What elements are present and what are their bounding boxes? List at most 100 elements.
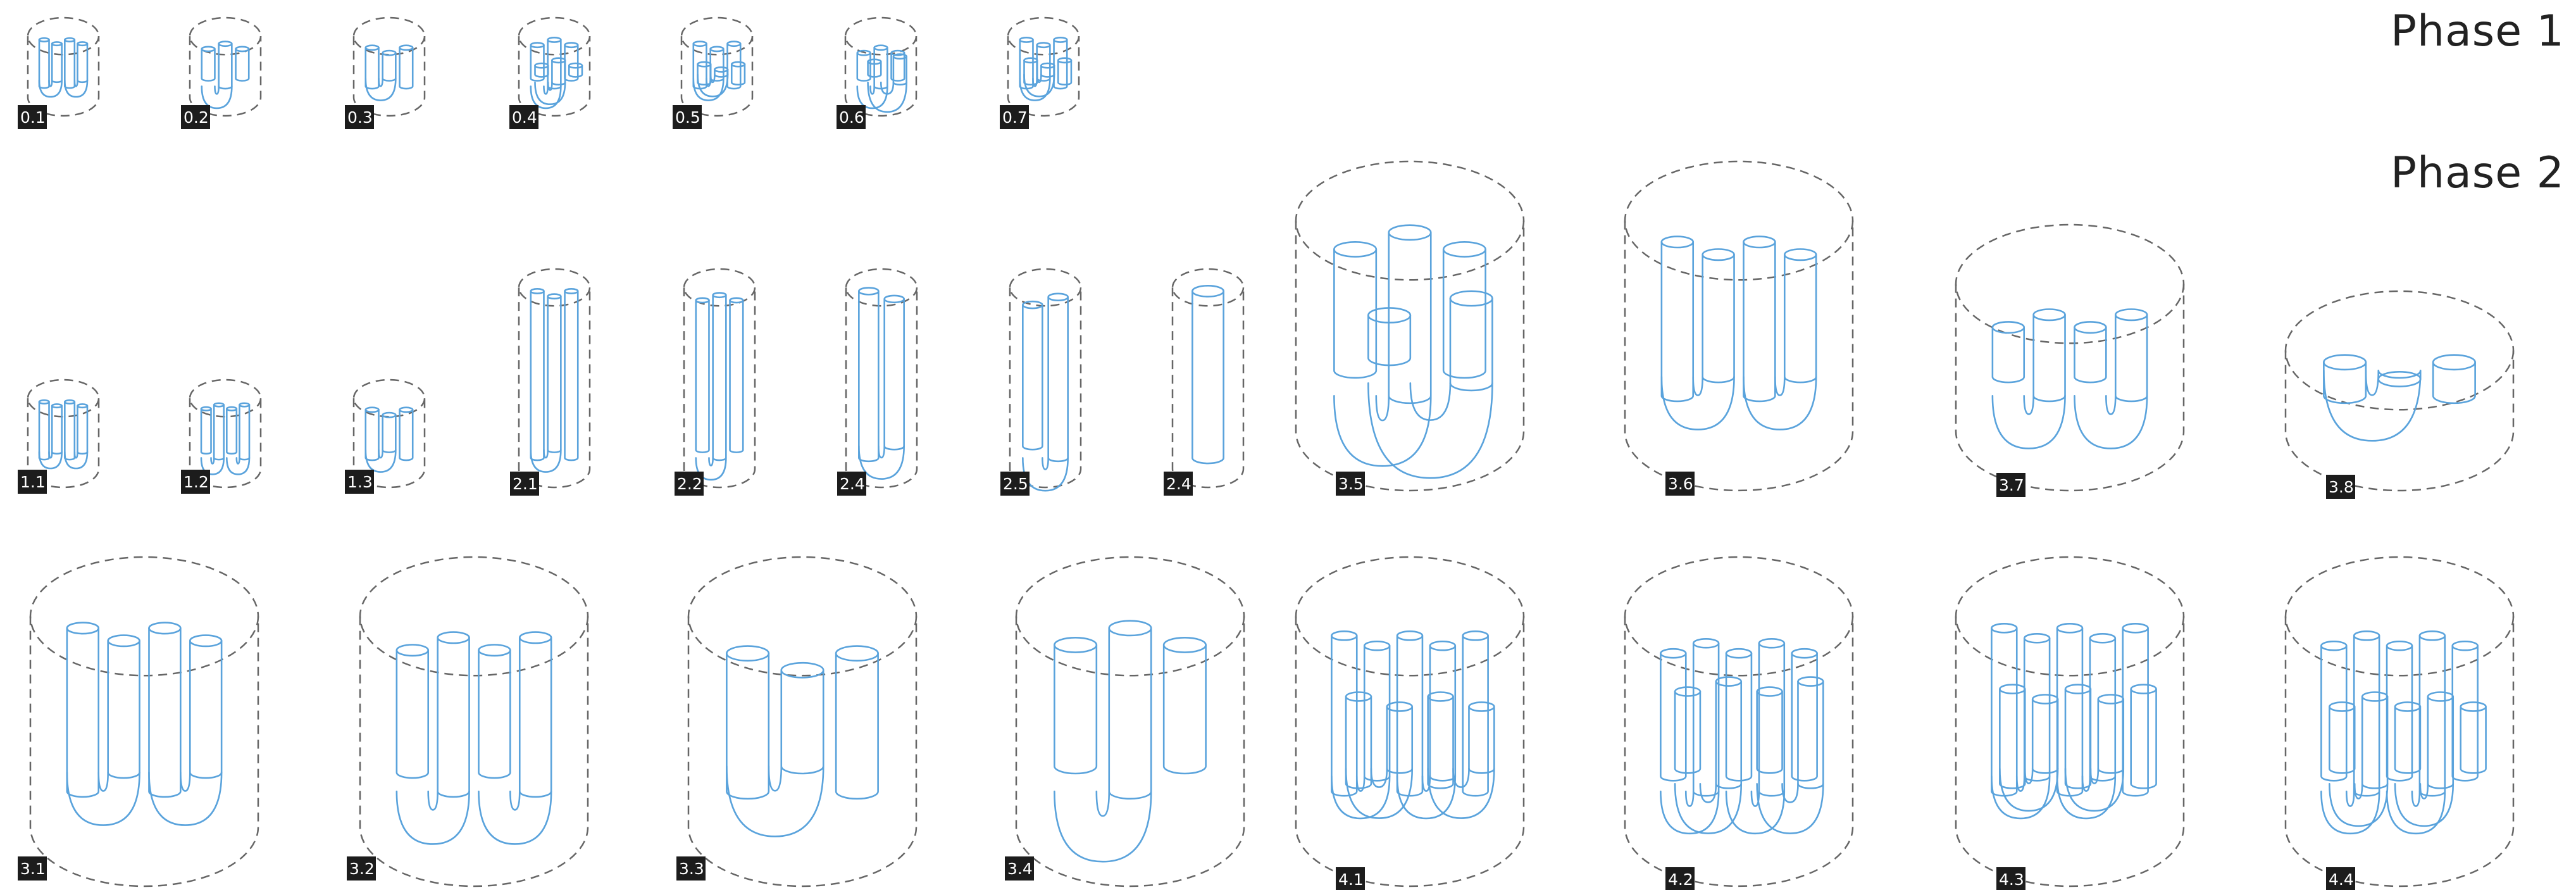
label-box [347, 856, 376, 881]
tube-body [858, 290, 880, 463]
container-top-ellipse [2284, 290, 2515, 411]
tube-body [729, 299, 744, 453]
tube-body [2353, 634, 2380, 797]
tube-body [1660, 241, 1695, 403]
tube-bend [1999, 768, 2059, 812]
tube-cap [1999, 684, 2026, 694]
tube-cap [2023, 632, 2051, 644]
container-side [1955, 616, 2185, 887]
container-top-ellipse [1624, 160, 1854, 281]
tube-cap [1388, 224, 1432, 241]
tube-bend-inner [378, 77, 383, 87]
tube-bend [1743, 376, 1817, 430]
tube-bend-inner [48, 451, 53, 459]
label-box [345, 470, 374, 494]
tube-body [856, 52, 871, 82]
tube-bend-inner [2024, 768, 2034, 784]
tube-cap [1386, 701, 1414, 712]
tube-bend [697, 73, 729, 97]
tube-cap [239, 402, 251, 408]
tube-bend-inner [1452, 768, 1470, 788]
tube-body [1674, 691, 1702, 774]
container-top-ellipse [844, 16, 918, 56]
container-side [1624, 220, 1854, 492]
tube-bend-inner [73, 79, 78, 87]
tube-cap [883, 294, 905, 304]
container-top-ellipse [518, 268, 591, 307]
tube-bend [856, 85, 888, 110]
tube-cap [1333, 241, 1378, 258]
item-label: 0.7 [1002, 108, 1028, 127]
label-box [2326, 475, 2355, 499]
diagram-item: 0.2 [181, 16, 262, 129]
tube-bend-inner [1355, 775, 1366, 792]
tube-body [1999, 688, 2026, 789]
tube-bend [64, 451, 89, 470]
tube-cap [2427, 691, 2455, 702]
diagram-item: 1.1 [18, 379, 100, 494]
tube-bend [66, 772, 140, 826]
diagram-item: 2.4 [1164, 268, 1245, 496]
tube-body [1162, 644, 1207, 775]
tube-bend [2064, 768, 2125, 812]
tube-cap [564, 42, 579, 49]
tube-body [235, 48, 250, 82]
tube-body [530, 44, 545, 82]
tube-bend [695, 457, 727, 481]
label-box [18, 105, 47, 129]
tube-body [478, 649, 511, 779]
tube-body [399, 47, 414, 90]
label-box [181, 105, 210, 129]
tube-cap [547, 37, 562, 43]
tube-cap [530, 42, 545, 49]
label-box [676, 856, 706, 881]
tube-cap [148, 622, 182, 635]
container-top-ellipse [352, 379, 426, 418]
label-box [1336, 867, 1365, 890]
tube-body [382, 52, 397, 82]
tube-bend-inner [2105, 394, 2117, 415]
tube-cap [858, 287, 880, 296]
tube-bend [1023, 73, 1055, 97]
tube-body [395, 649, 430, 779]
tube-cap [2032, 308, 2066, 322]
tube-cap [518, 631, 552, 644]
tube-cap [712, 292, 727, 299]
container-top-ellipse [518, 16, 591, 56]
diagram-item: 3.7 [1955, 223, 2185, 497]
tube-bend [1333, 394, 1432, 467]
tube-bend [2056, 775, 2117, 820]
tube-cap [714, 66, 729, 73]
tube-cap [1743, 235, 1776, 249]
tube-body [1427, 696, 1454, 789]
container-side [1015, 616, 1245, 887]
label-box [1005, 856, 1034, 881]
tube-body [712, 294, 727, 461]
container-top-ellipse [1955, 223, 2185, 344]
phase-1-title: Phase 1 [2391, 6, 2565, 56]
tube-body [890, 52, 905, 82]
container-top-ellipse [845, 268, 918, 307]
tube-bend-inner [509, 790, 521, 811]
tube-body [2023, 637, 2051, 782]
diagram-item: 4.1 [1295, 556, 1525, 890]
label-box [1000, 105, 1029, 129]
tube-bend [530, 85, 562, 110]
container-side [687, 616, 918, 887]
tube-cap [1692, 637, 1720, 649]
tube-bend [478, 790, 552, 845]
tube-body [1345, 696, 1372, 789]
tube-bend [2074, 394, 2148, 449]
item-label: 0.6 [839, 108, 864, 127]
tube-cap [1192, 285, 1224, 298]
tube-body [2329, 706, 2356, 774]
container-top-ellipse [1171, 268, 1245, 307]
tube-bend [2386, 790, 2446, 835]
tube-bend-inner [2419, 782, 2429, 799]
tube-cap [2122, 623, 2149, 634]
tube-bend [38, 451, 63, 470]
tube-bend-inner [1036, 73, 1042, 84]
tube-bend [2323, 370, 2422, 442]
diagram-item: 0.1 [18, 16, 100, 129]
tube-body [2074, 326, 2107, 384]
